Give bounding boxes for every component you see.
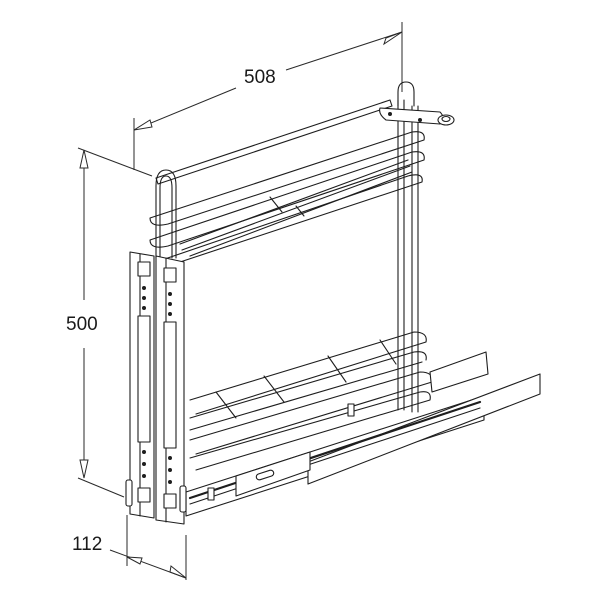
dimension-height <box>77 147 153 498</box>
upper-basket <box>149 99 425 267</box>
dimension-width <box>133 22 403 170</box>
front-mounting-plates <box>125 251 187 525</box>
dimension-depth <box>109 515 187 580</box>
dimension-depth-label: 112 <box>70 534 105 555</box>
dimension-width-label: 508 <box>242 67 278 88</box>
dimension-height-label: 500 <box>64 314 100 335</box>
rear-frame <box>379 81 455 413</box>
telescopic-runners <box>185 351 541 517</box>
